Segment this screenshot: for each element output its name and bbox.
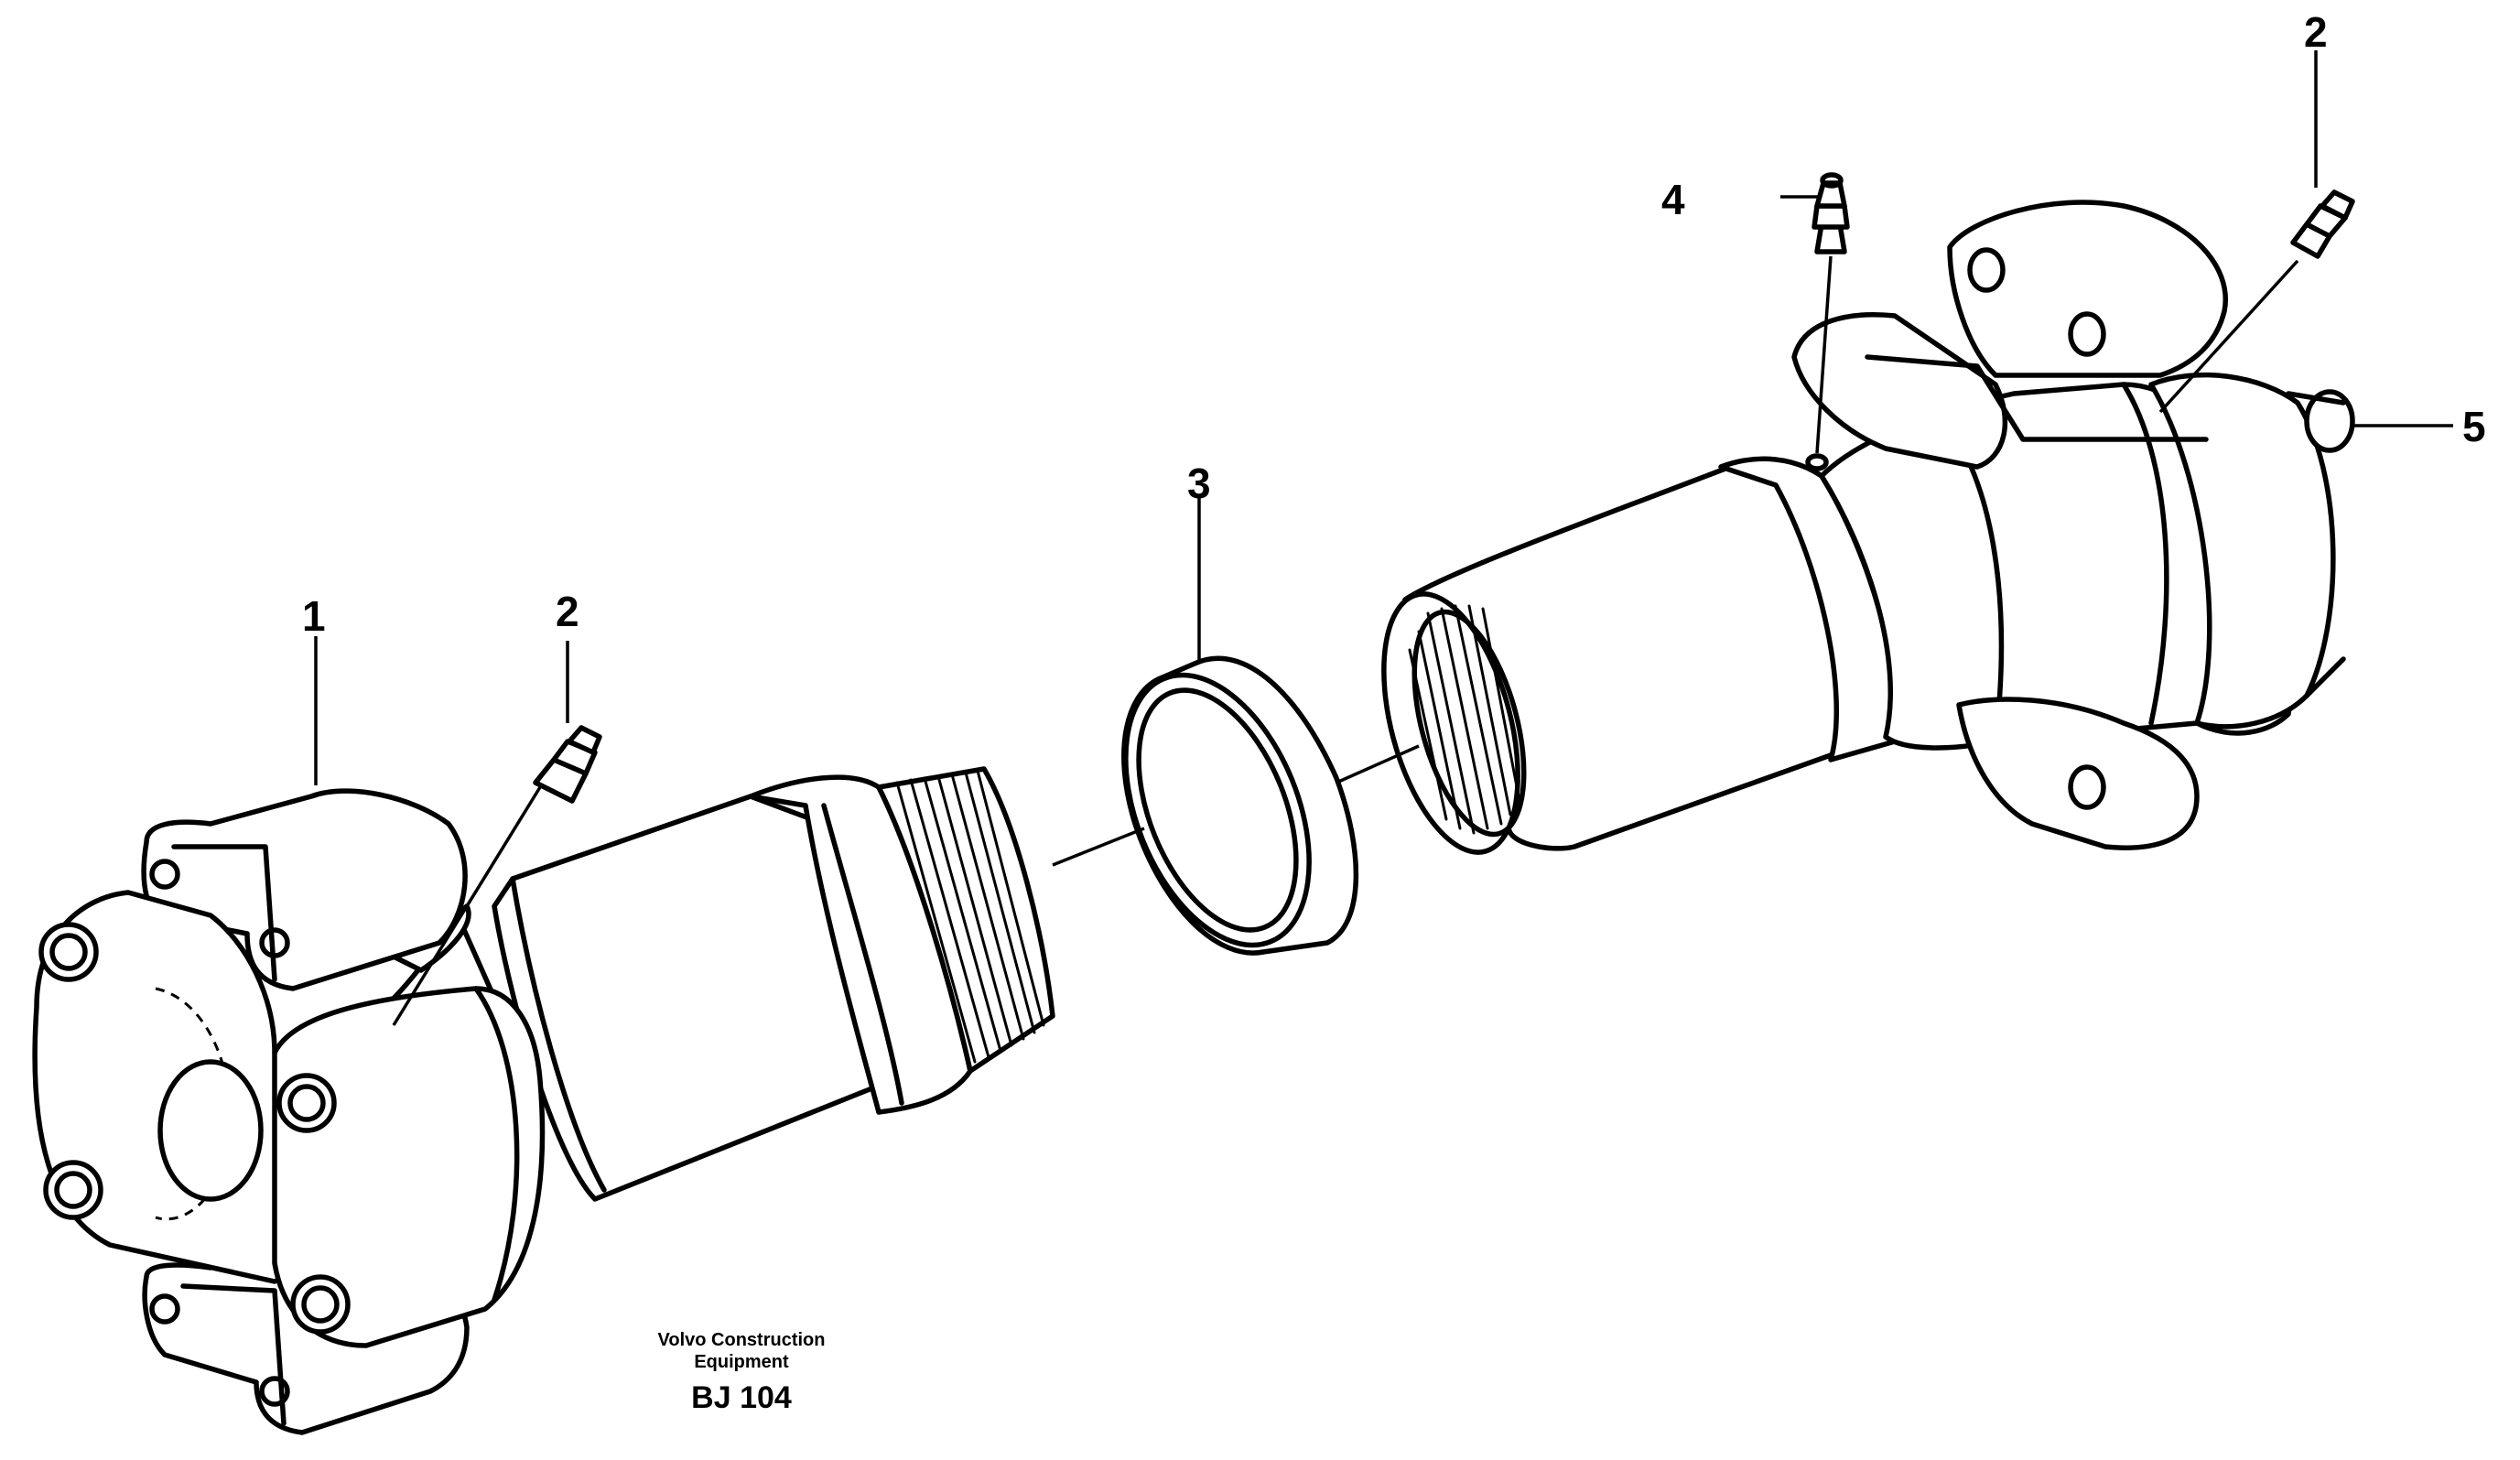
- part-5-slip-yoke: [1381, 200, 2355, 855]
- callout-2-left: 2: [556, 588, 579, 635]
- part-1-universal-joint-shaft: [32, 766, 1055, 1435]
- drawing-footer: Volvo Construction Equipment BJ 104: [632, 1329, 851, 1416]
- callout-4: 4: [1661, 176, 1685, 223]
- part-2-left-grease-nipple: [533, 725, 602, 804]
- part-3-seal-ring: [1121, 655, 1359, 956]
- spline-teeth: [895, 769, 1045, 1064]
- callout-3: 3: [1187, 460, 1211, 507]
- callout-1: 1: [302, 592, 326, 640]
- leader-lines: [314, 50, 2453, 1026]
- part-2-right-grease-nipple: [2290, 189, 2355, 259]
- callout-2-right: 2: [2304, 8, 2328, 56]
- internal-splines: [1408, 604, 1521, 835]
- callout-5: 5: [2462, 403, 2486, 450]
- drawing-code: BJ 104: [691, 1380, 792, 1415]
- flange-bolts: [38, 922, 351, 1335]
- part-4-grease-nipple: [1805, 172, 1850, 471]
- company-name-line2: Equipment: [694, 1352, 789, 1372]
- company-name-line1: Volvo Construction: [657, 1330, 826, 1350]
